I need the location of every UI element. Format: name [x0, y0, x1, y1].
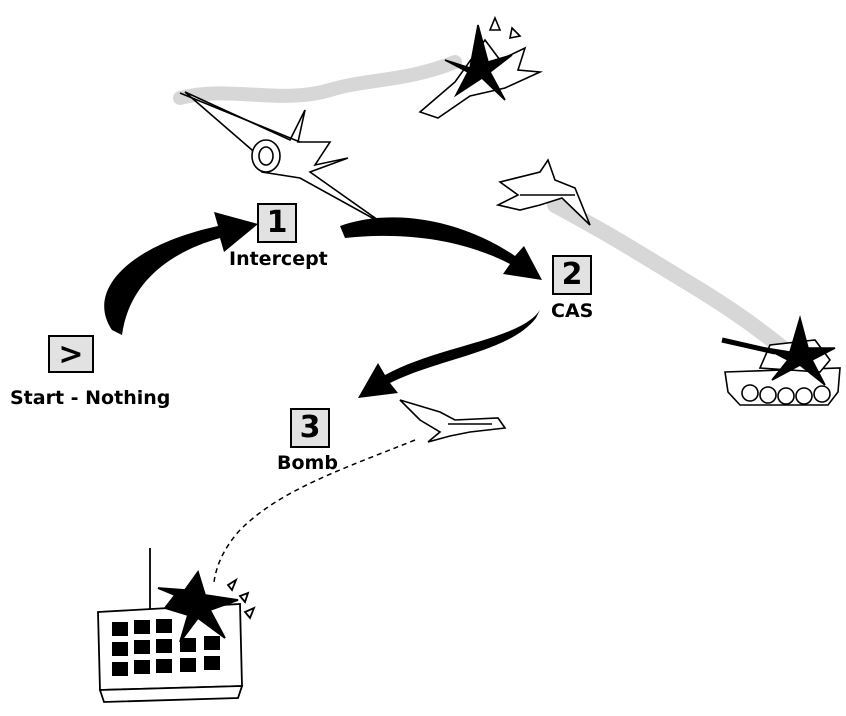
start-box: > [48, 335, 94, 373]
interceptor-jet-icon [179, 91, 386, 226]
step-3-label: Bomb [277, 452, 338, 474]
bomb-trajectory [213, 439, 416, 583]
bombed-building-icon [97, 548, 256, 703]
step-2-box: 2 [552, 255, 592, 295]
step-2-number: 2 [561, 257, 583, 292]
step-1-box: 1 [257, 203, 297, 243]
start-box-symbol: > [58, 337, 84, 372]
bomber-jet-icon [399, 399, 507, 443]
arrow-cas-to-bomb [358, 310, 540, 398]
destroyed-tank-icon [721, 315, 841, 406]
step-3-box: 3 [290, 408, 330, 448]
start-label: Start - Nothing [10, 387, 171, 409]
cas-attack-jet-icon [495, 158, 591, 226]
step-2-label: CAS [551, 300, 594, 322]
missile-smoke-trail [173, 55, 462, 105]
destroyed-enemy-jet-icon [418, 15, 544, 119]
arrow-start-to-intercept [104, 212, 258, 335]
arrow-intercept-to-cas [340, 217, 542, 280]
step-1-label: Intercept [229, 248, 328, 270]
step-1-number: 1 [266, 205, 288, 240]
step-3-number: 3 [299, 410, 321, 445]
tank-smoke-trail [547, 197, 793, 358]
